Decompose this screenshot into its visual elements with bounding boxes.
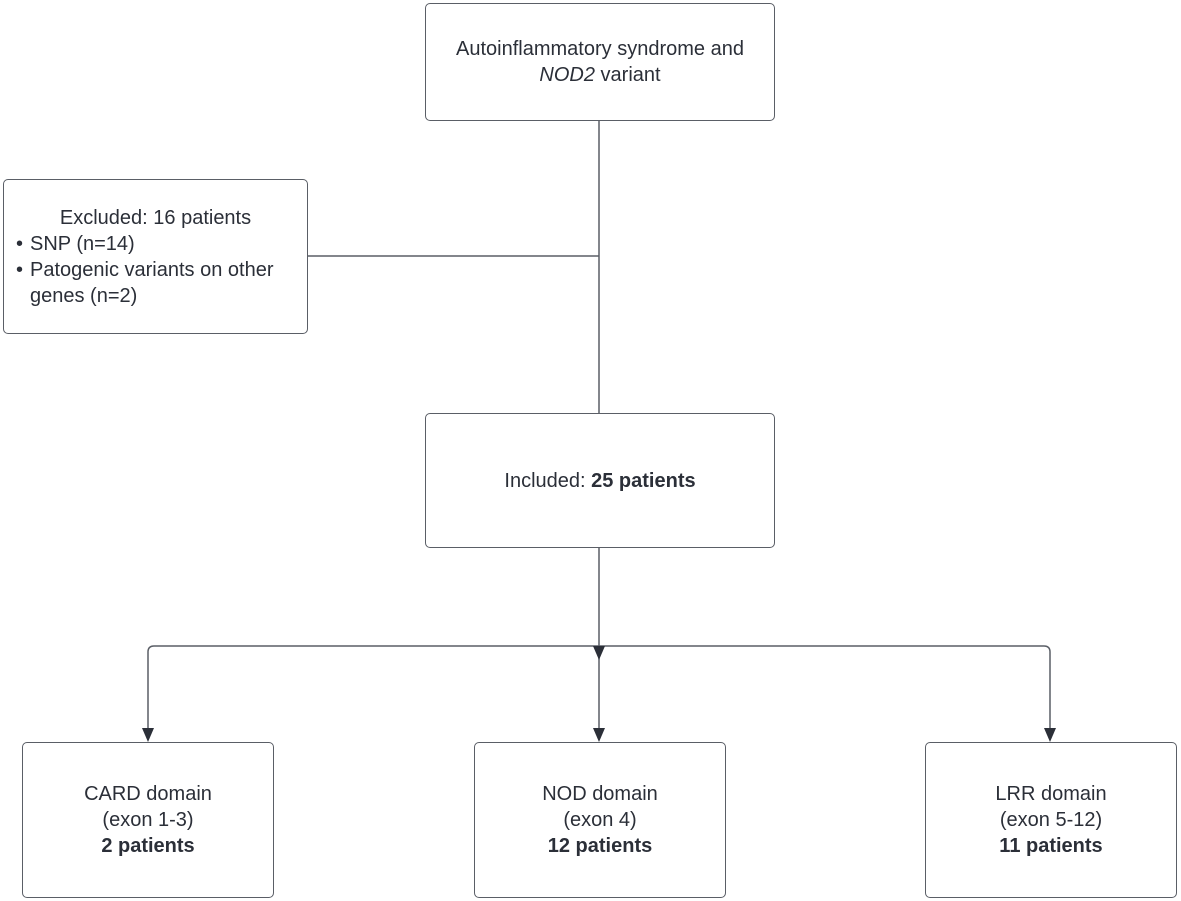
autoinflammatory-syndrome-box: Autoinflammatory syndrome and NOD2 varia… bbox=[425, 3, 775, 121]
nod-domain-name: NOD domain bbox=[542, 783, 658, 805]
lrr-domain-box: LRR domain (exon 5-12) 11 patients bbox=[925, 742, 1177, 898]
included-label: Included: bbox=[504, 469, 592, 492]
gene-name: NOD2 bbox=[539, 64, 595, 86]
included-box: Included: 25 patients bbox=[425, 413, 775, 548]
arrow-head-nod bbox=[593, 728, 605, 742]
top-box-line1: Autoinflammatory syndrome and bbox=[456, 38, 744, 60]
card-domain-count: 2 patients bbox=[101, 835, 195, 857]
excluded-item-snp: SNP (n=14) bbox=[16, 231, 305, 257]
nod-domain-count: 12 patients bbox=[547, 835, 653, 857]
card-domain-name: CARD domain bbox=[84, 783, 212, 805]
top-box-line2: NOD2 variant bbox=[539, 62, 660, 88]
excluded-heading: Excluded: 16 patients bbox=[59, 206, 252, 229]
included-count: 25 patients bbox=[591, 469, 696, 492]
nod-domain-box: NOD domain (exon 4) 12 patients bbox=[474, 742, 726, 898]
excluded-box: Excluded: 16 patients SNP (n=14) Patogen… bbox=[3, 179, 308, 334]
nod-domain-exons: (exon 4) bbox=[563, 809, 637, 831]
top-box-line2-suffix: variant bbox=[594, 64, 661, 86]
lrr-domain-exons: (exon 5-12) bbox=[999, 809, 1103, 831]
excluded-list: SNP (n=14) Patogenic variants on other g… bbox=[16, 231, 305, 309]
arrow-head-split-mid bbox=[593, 646, 605, 660]
lrr-domain-name: LRR domain bbox=[995, 783, 1107, 805]
card-domain-box: CARD domain (exon 1-3) 2 patients bbox=[22, 742, 274, 898]
arrow-head-lrr bbox=[1044, 728, 1056, 742]
excluded-item-other-genes: Patogenic variants on other genes (n=2) bbox=[16, 257, 305, 309]
arrow-head-card bbox=[142, 728, 154, 742]
included-text: Included: 25 patients bbox=[504, 468, 695, 494]
lrr-domain-count: 11 patients bbox=[999, 835, 1103, 857]
card-domain-exons: (exon 1-3) bbox=[102, 809, 194, 831]
